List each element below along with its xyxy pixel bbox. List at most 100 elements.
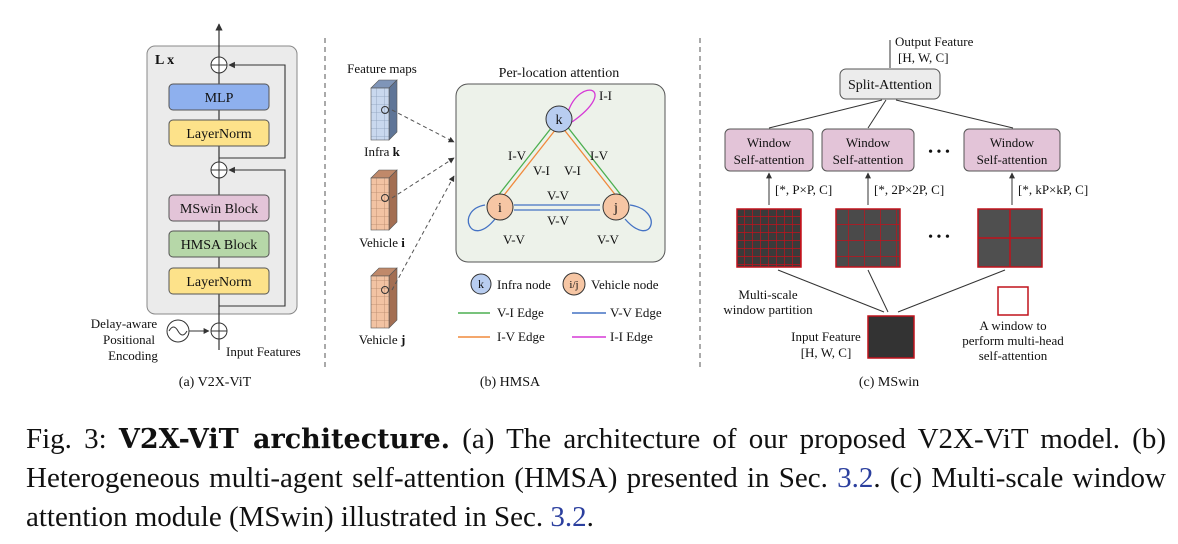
vehicle-j-label: Vehicle j [359, 332, 406, 347]
pe-label-1: Delay-aware [91, 316, 158, 331]
vehicle-node-i [486, 193, 514, 221]
legend-vv-edge: V-V Edge [610, 305, 662, 320]
caption-c: (c) MSwin [859, 375, 919, 390]
edge-label-iv-right: I-V [590, 148, 609, 163]
window-1-line1: Window [747, 135, 792, 150]
edge-label-vv-self-i: V-V [503, 232, 526, 247]
partition-label-2: window partition [723, 302, 813, 317]
input-feature-label: Input Feature [791, 329, 861, 344]
vehicle-j-feature-map [370, 267, 398, 329]
input-connector-1 [777, 269, 885, 313]
infra-label: Infra k [364, 144, 401, 159]
connector-w3 [895, 99, 1014, 129]
attention-title: Per-location attention [499, 66, 620, 81]
output-feature-label: Output Feature [895, 34, 974, 49]
panel-c-mswin: Output Feature [H, W, C] Split-Attention… [723, 34, 1088, 390]
window-attention-box-1 [724, 128, 814, 172]
caption-text-3: . [586, 501, 594, 533]
edge-label-vv-top: V-V [547, 188, 570, 203]
ellipsis-top: • • • [928, 145, 950, 160]
legend: k Infra node i/j Vehicle node V-I Edge V… [458, 272, 662, 344]
vehicle-node-j [602, 193, 630, 221]
pe-label-2: Positional [103, 332, 155, 347]
panel-a-v2x-vit: L x MLP LayerNorm MSwin Block HMSA Block… [91, 23, 301, 390]
edge-label-ii: I-I [599, 88, 612, 103]
edge-label-vi-left: V-I [533, 163, 550, 178]
legend-vi-edge: V-I Edge [497, 305, 544, 320]
node-j-label: j [613, 201, 618, 216]
repeat-label: L x [155, 53, 174, 68]
legend-vehicle-node-icon [562, 272, 586, 296]
vehicle-i-label: Vehicle i [359, 235, 405, 250]
window-3-line1: Window [990, 135, 1035, 150]
input-connector-3 [897, 269, 1006, 313]
window-2-line1: Window [846, 135, 891, 150]
caption-ref-2[interactable]: 3.2 [550, 501, 587, 533]
partition-grid-medium [835, 208, 901, 268]
pe-label-3: Encoding [108, 348, 158, 363]
edge-label-vi-right: V-I [564, 163, 581, 178]
shape-label-2: [*, 2P×2P, C] [874, 182, 944, 197]
window-1-line2: Self-attention [734, 152, 805, 167]
partition-label-1: Multi-scale [738, 287, 797, 302]
edge-label-iv-left: I-V [508, 148, 527, 163]
edge-label-vv-bottom: V-V [547, 213, 570, 228]
input-features-label: Input Features [226, 344, 301, 359]
connector-w2 [867, 99, 887, 129]
caption-prefix: Fig. 3: [26, 423, 119, 455]
legend-ii-edge: I-I Edge [610, 329, 653, 344]
split-attention-label: Split-Attention [848, 78, 932, 93]
layernorm-top-block [168, 119, 270, 147]
add-icon-middle [210, 161, 228, 179]
layernorm-bottom-label: LayerNorm [186, 275, 251, 290]
legend-infra-node: Infra node [497, 277, 551, 292]
window-desc-3: self-attention [979, 348, 1048, 363]
shape-label-1: [*, P×P, C] [775, 182, 832, 197]
legend-iv-edge: I-V Edge [497, 329, 545, 344]
edge-label-vv-self-j: V-V [597, 232, 620, 247]
dashed-arrow-vehicle-j [391, 175, 455, 291]
feature-maps-label: Feature maps [347, 61, 417, 76]
caption-ref-1[interactable]: 3.2 [837, 462, 874, 494]
skip-connection-top [219, 61, 286, 159]
ellipsis-bottom: • • • [928, 230, 950, 245]
mlp-block [168, 83, 270, 111]
dashed-arrow-vehicle-i [391, 157, 455, 199]
caption-title: V2X-ViT architecture. [118, 424, 451, 455]
connector-w1 [768, 99, 883, 129]
mswin-block [168, 194, 270, 222]
legend-vehicle-node: Vehicle node [591, 277, 659, 292]
window-attention-box-3 [963, 128, 1061, 172]
infra-node-k [545, 105, 573, 133]
hmsa-label: HMSA Block [181, 238, 258, 253]
hmsa-block [168, 230, 270, 258]
legend-vehicle-node-symbol: i/j [569, 279, 578, 291]
add-icon-input [210, 322, 228, 340]
layernorm-top-label: LayerNorm [186, 127, 251, 142]
partition-grid-large [977, 208, 1043, 268]
window-desc-2: perform multi-head [962, 333, 1064, 348]
positional-encoding-icon [166, 319, 190, 343]
infra-feature-map [370, 79, 398, 141]
input-connector-2 [867, 269, 889, 313]
window-2-line2: Self-attention [833, 152, 904, 167]
vehicle-i-feature-map [370, 169, 398, 231]
legend-infra-node-icon [470, 273, 492, 295]
figure-caption: Fig. 3: V2X-ViT architecture. (a) The ar… [26, 420, 1166, 537]
skip-connection-bottom [219, 166, 286, 307]
add-icon-top [210, 56, 228, 74]
caption-text-2: . (c) Multi-scale window attention modul… [26, 462, 1166, 533]
panel-b-hmsa: Feature maps Infra k Vehicle i Vehicle j [347, 61, 666, 390]
shape-label-3: [*, kP×kP, C] [1018, 182, 1088, 197]
output-shape-label: [H, W, C] [898, 50, 949, 65]
caption-text-1: (a) The architecture of our proposed V2X… [26, 423, 1166, 494]
dashed-arrow-infra [391, 109, 455, 143]
split-attention-box [839, 68, 941, 100]
mlp-label: MLP [205, 91, 234, 106]
mswin-label: MSwin Block [180, 202, 258, 217]
partition-grid-small [736, 208, 802, 268]
graph-edges [467, 89, 652, 232]
caption-b: (b) HMSA [480, 375, 541, 390]
input-shape-label: [H, W, C] [801, 345, 852, 360]
window-attention-box-2 [821, 128, 915, 172]
